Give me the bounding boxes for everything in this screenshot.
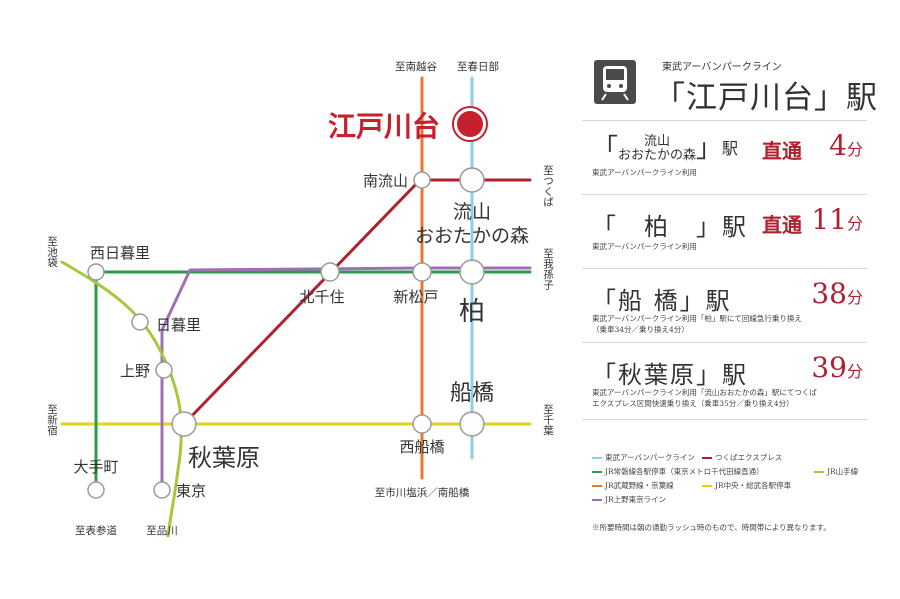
station-dot-akihabara: [171, 411, 197, 437]
train-icon: [594, 60, 636, 104]
station-dot-tokyo: [153, 481, 171, 499]
label-otemachi: 大手町: [73, 458, 118, 476]
legend-item: つくばエクスプレス: [702, 452, 782, 463]
route-station: 「船 橋」駅: [592, 287, 732, 315]
dir-shinjuku: 至新宿: [46, 404, 58, 436]
legend-item: JR中央・総武各駅停車: [702, 480, 791, 491]
label-nishi-nippori: 西日暮里: [90, 244, 150, 262]
direct-label: 直通: [762, 139, 802, 163]
route-row-funabashi: 「船 橋」駅 38分 東武アーバンパークライン利用「柏」駅にて回線急行乗り換え（…: [582, 269, 867, 343]
station-eki: 駅: [722, 139, 739, 158]
dir-shinagawa: 至品川: [146, 525, 178, 537]
station-line1: 流山: [644, 134, 671, 149]
origin-header: 東武アーバンパークライン 「江戸川台」駅: [582, 50, 877, 121]
dir-ikebukuro: 至池袋: [46, 236, 58, 268]
label-nishi-funabashi: 西船橋: [399, 438, 444, 456]
station-dot-ueno: [155, 361, 173, 379]
route-station: 「流山おおたかの森」駅: [592, 134, 739, 164]
access-time-panel: 東武アーバンパークライン 「江戸川台」駅 「流山おおたかの森」駅 直通 4分 東…: [582, 50, 877, 420]
label-akihabara: 秋葉原: [188, 444, 260, 472]
station-dot-minami-nagareyama: [413, 171, 431, 189]
label-kita-senju: 北千住: [299, 288, 344, 306]
jr-yamanote-line: [60, 260, 183, 538]
station-dot-shin-matsudo: [412, 262, 432, 282]
dir-abiko: 至我孫子: [542, 248, 554, 290]
station-dot-nippori: [131, 313, 149, 331]
dir-ichikawa-shiohama: 至市川塩浜／南船橋: [375, 486, 470, 499]
station-dot-kashiwa: [459, 259, 485, 285]
route-map: 江戸川台 南流山 流山 おおたかの森 西日暮里 北千住 新松戸 柏 日暮里 上野…: [46, 60, 554, 538]
dir-minami-koshigaya: 至南越谷: [395, 60, 437, 73]
dir-omotesando: 至表参道: [75, 524, 117, 537]
travel-time: 4分: [829, 129, 863, 162]
route-note: 東武アーバンパークライン利用: [592, 168, 697, 177]
station-dot-funabashi: [459, 411, 485, 437]
legend-item: 東武アーバンパークライン: [592, 452, 695, 463]
legend-item: JR武蔵野線・京葉線: [592, 480, 674, 491]
label-nagareyama-1: 流山: [453, 201, 491, 223]
travel-time: 38分: [811, 277, 863, 310]
station-dot-nishi-nippori: [87, 263, 105, 281]
label-tokyo: 東京: [176, 482, 206, 500]
legend-item: JR上野東京ライン: [592, 494, 666, 505]
route-note: 東武アーバンパークライン利用「流山おおたかの森」駅にてつくばエクスプレス区間快速…: [592, 388, 817, 408]
label-nippori: 日暮里: [156, 316, 201, 334]
route-note: 東武アーバンパークライン利用「柏」駅にて回線急行乗り換え（乗車34分／乗り換え4…: [592, 314, 802, 334]
legend-item: JR山手線: [814, 466, 858, 477]
label-minami-nagareyama: 南流山: [363, 172, 408, 190]
route-note: 東武アーバンパークライン利用: [592, 242, 697, 251]
label-ueno: 上野: [120, 362, 150, 380]
station-line2: おおたかの森: [618, 148, 697, 163]
route-station: 「秋葉原」駅: [592, 361, 748, 389]
label-nagareyama-2: おおたかの森: [415, 225, 529, 247]
travel-time: 39分: [811, 351, 863, 384]
origin-station-label: 江戸川台: [328, 110, 440, 143]
travel-time: 11分: [811, 203, 863, 236]
route-row-kashiwa: 「 柏 」駅 直通 11分 東武アーバンパークライン利用: [582, 195, 867, 269]
station-dot-otemachi: [87, 481, 105, 499]
footnote: ※所要時間は朝の通勤ラッシュ時のもので、時間帯により異なります。: [592, 523, 831, 532]
route-row-nagareyama-otaka: 「流山おおたかの森」駅 直通 4分 東武アーバンパークライン利用: [582, 121, 867, 195]
legend-item: JR常磐線各駅停車（東京メトロ千代田線直通）: [592, 466, 764, 477]
station-dot-nishi-funabashi: [412, 414, 432, 434]
label-funabashi: 船橋: [450, 381, 494, 406]
origin-station-name: 「江戸川台」駅: [654, 80, 878, 116]
station-dot-nagareyama-otaka: [459, 167, 485, 193]
dir-chiba: 至千葉: [542, 404, 554, 436]
label-kashiwa: 柏: [459, 297, 485, 327]
dir-tsukuba: 至つくば: [542, 165, 554, 207]
dir-kasukabe: 至春日部: [457, 60, 499, 73]
route-row-akihabara: 「秋葉原」駅 39分 東武アーバンパークライン利用「流山おおたかの森」駅にてつく…: [582, 343, 867, 420]
label-shin-matsudo: 新松戸: [393, 288, 438, 306]
station-dot-kita-senju: [320, 262, 340, 282]
origin-station-dot: [457, 111, 483, 137]
direct-label: 直通: [762, 213, 802, 237]
route-station: 「 柏 」駅: [592, 213, 748, 241]
origin-line-name: 東武アーバンパークライン: [662, 62, 782, 73]
